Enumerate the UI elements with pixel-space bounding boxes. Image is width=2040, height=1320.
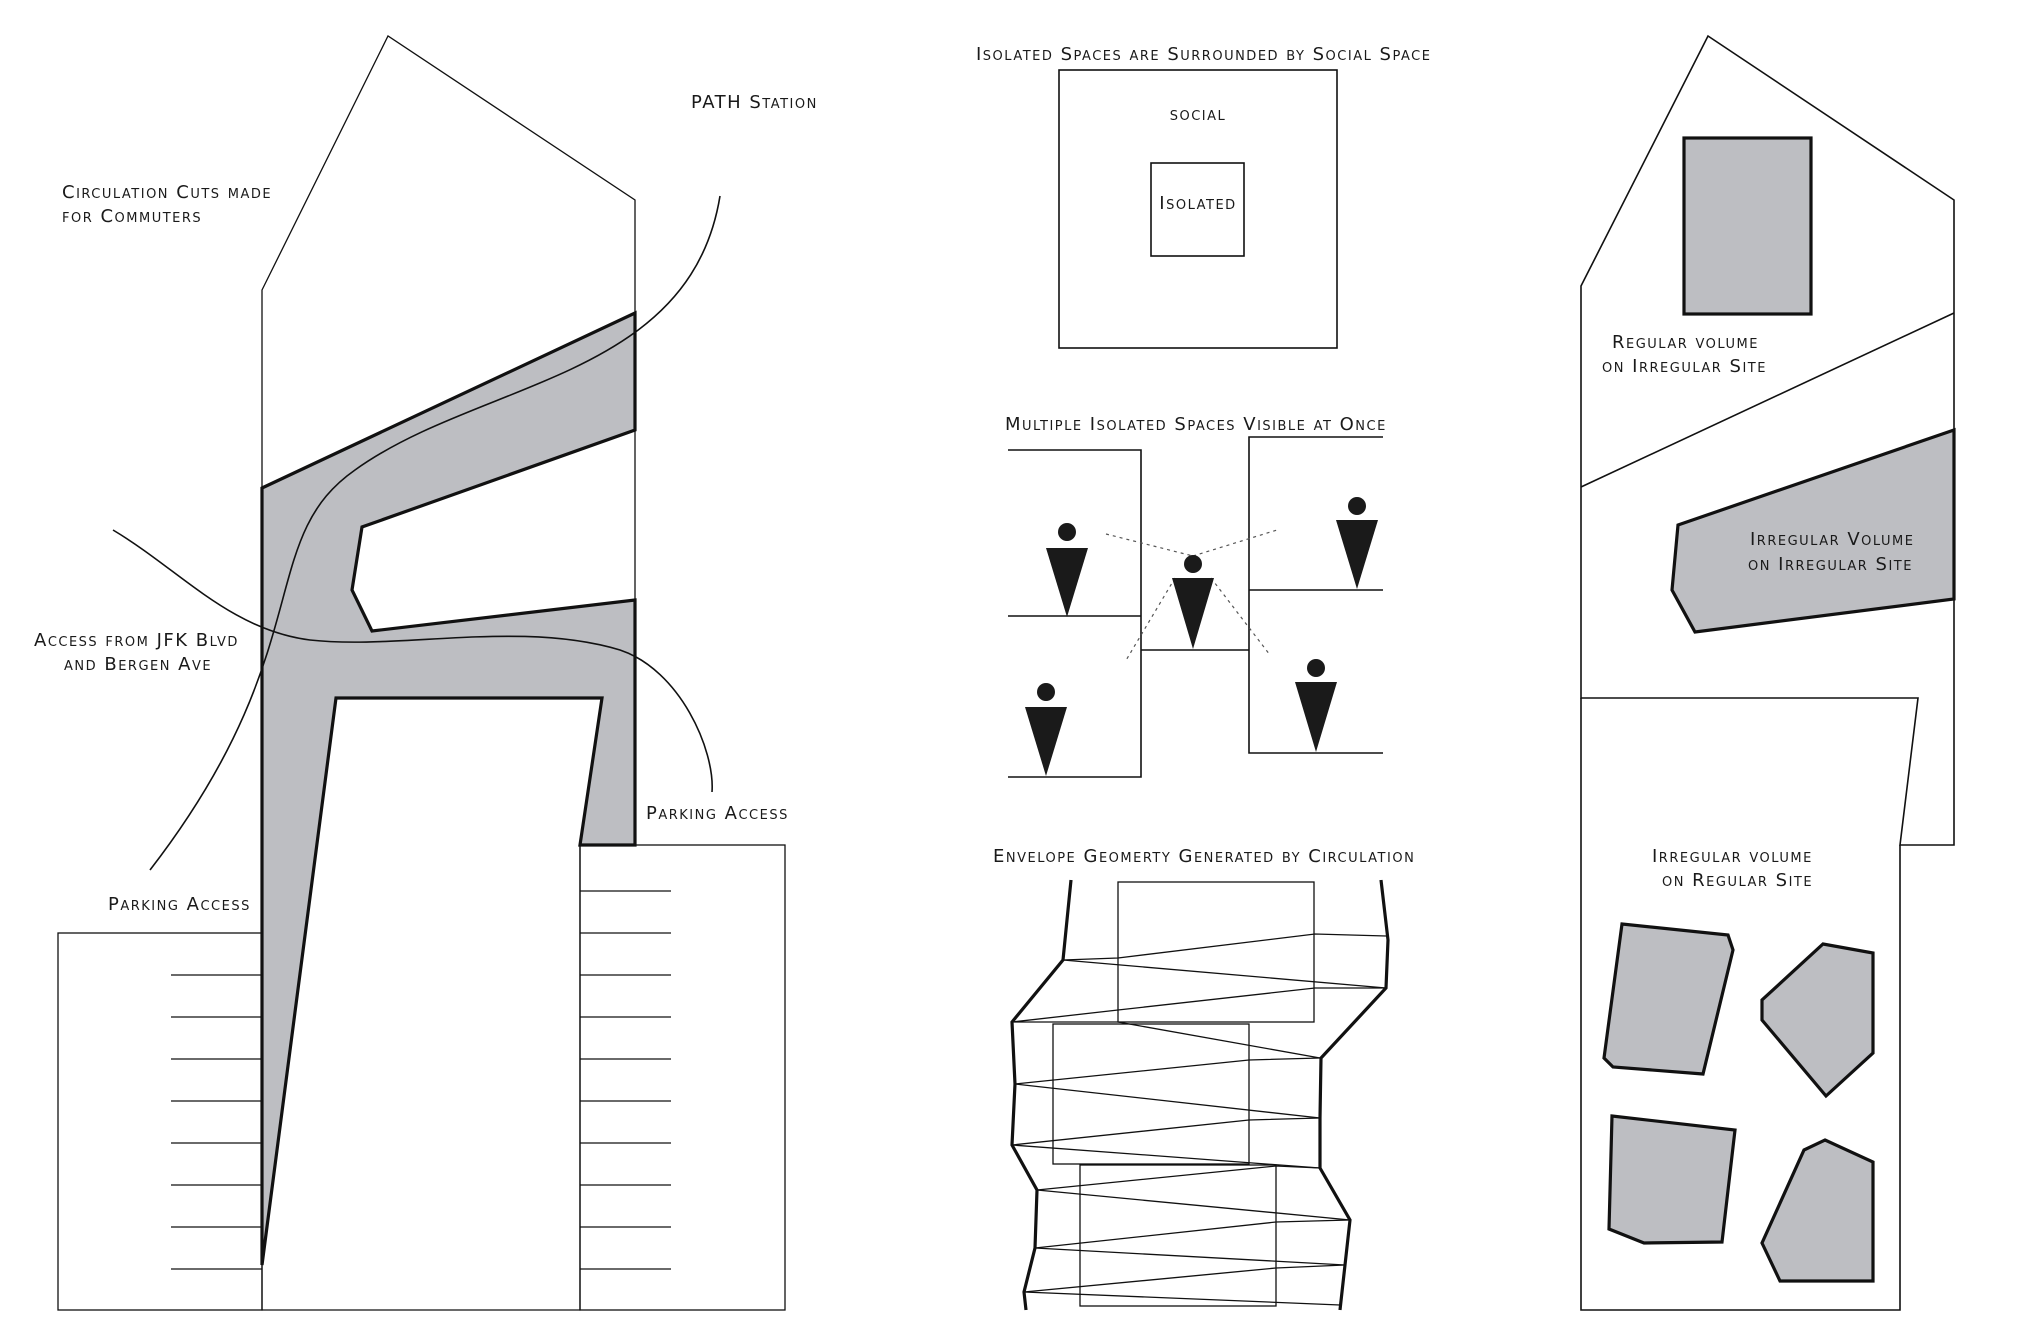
label-path-station: PATH Station [691,92,818,113]
regular-volume [1682,136,1813,316]
parking-stalls-right [580,890,671,1270]
label-irreg-reg-2: on Regular Site [1662,870,1813,891]
label-regular-2: on Irregular Site [1602,356,1767,377]
label-parking-left: Parking Access [108,894,251,915]
irregular-block-3 [1607,1114,1737,1245]
person-icon-center [1172,555,1214,649]
volume-site-lower [1580,698,1901,1311]
irregular-block-1 [1602,922,1735,1076]
multiple-title: Multiple Isolated Spaces Visible at Once [1005,414,1387,435]
commuter-path-2 [112,529,713,793]
envelope-title: Envelope Geomerty Generated by Circulati… [993,846,1415,867]
diagram-isolated: Isolated Spaces are Surrounded by Social… [976,44,1431,349]
diagram-multiple: Multiple Isolated Spaces Visible at Once [1005,414,1387,778]
isolated-label: Isolated [1159,193,1236,214]
social-space-box [1058,69,1338,349]
person-icon-lower-left [1025,683,1067,776]
parking-lot-left [57,932,263,1311]
platform-right [1248,436,1383,754]
envelope-right-edge [1318,879,1390,1311]
platform-left [1008,449,1142,778]
irregular-block-2 [1760,942,1875,1099]
social-label: social [1170,104,1227,125]
person-icon-lower-right [1295,659,1337,752]
irregular-volume [1670,427,1956,634]
site-plan: Circulation Cuts made for Commuters PATH… [34,35,818,1311]
label-irregular-2: on Irregular Site [1748,554,1913,575]
label-access-2: and Bergen Ave [64,654,212,675]
envelope-box-bottom [1079,1164,1277,1307]
diagram-envelope: Envelope Geomerty Generated by Circulati… [993,846,1415,1311]
label-irregular-1: Irregular Volume [1750,529,1914,550]
label-access-1: Access from JFK Blvd [34,630,239,651]
commuter-path-1 [149,195,721,871]
parking-stalls-left [171,974,262,1270]
isolated-space-box [1150,162,1245,257]
isolated-title: Isolated Spaces are Surrounded by Social… [976,44,1431,65]
label-regular-1: Regular volume [1612,332,1759,353]
site-divider [1580,312,1955,488]
label-parking-right: Parking Access [646,803,789,824]
person-icon-upper-left [1046,523,1088,617]
circulation-cut [260,310,637,1266]
envelope-box-top [1117,881,1315,1023]
label-circulation-2: for Commuters [62,206,202,227]
sight-lines [1105,529,1278,663]
person-icon-upper-right [1336,497,1378,589]
envelope-ramps [1011,933,1387,1306]
volume-plan: Regular volume on Irregular Site Irregul… [1580,34,1956,1311]
parking-lot-right [579,844,786,1311]
irregular-block-4 [1760,1138,1875,1283]
label-circulation-1: Circulation Cuts made [62,182,272,203]
label-irreg-reg-1: Irregular volume [1652,846,1813,867]
envelope-box-middle [1052,1023,1250,1165]
volume-site-outline [1580,34,1955,846]
